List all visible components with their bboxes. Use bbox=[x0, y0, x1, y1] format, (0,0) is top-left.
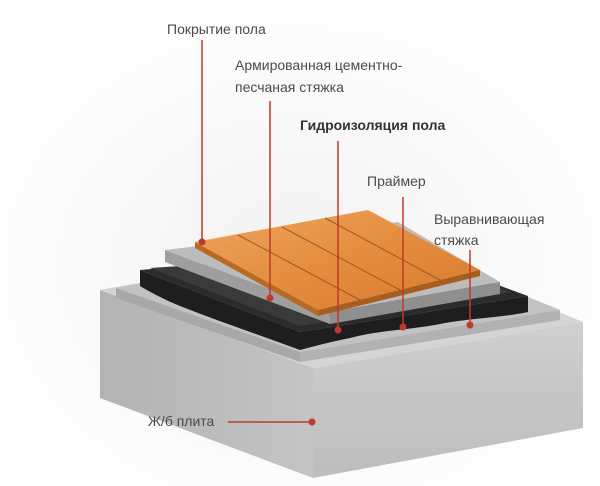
label-concrete-slab: Ж/б плита bbox=[148, 413, 215, 429]
label-reinforced-screed-line1: Армированная цементно- bbox=[235, 57, 403, 73]
marker-dot bbox=[334, 326, 342, 334]
marker-dot bbox=[466, 321, 474, 329]
marker-dot bbox=[198, 238, 206, 246]
label-reinforced-screed-line2: песчаная стяжка bbox=[235, 79, 344, 95]
leveling-screed-left bbox=[116, 288, 300, 362]
plank-seam bbox=[237, 234, 361, 301]
label-primer: Праймер bbox=[367, 173, 426, 189]
reinforced-screed-left bbox=[165, 250, 330, 324]
label-waterproofing: Гидроизоляция пола bbox=[300, 117, 446, 133]
leader-dots bbox=[198, 238, 474, 426]
slab-front-face bbox=[313, 322, 583, 478]
label-leveling-screed-line2: стяжка bbox=[434, 232, 479, 248]
wood-front-edge bbox=[318, 270, 480, 316]
leader-lines bbox=[201, 40, 471, 423]
leveling-screed-front bbox=[300, 310, 560, 362]
waterproofing-sides bbox=[140, 270, 528, 350]
wood-left-edge bbox=[195, 242, 318, 316]
label-leveling-screed-line1: Выравнивающая bbox=[434, 211, 545, 227]
marker-dot bbox=[399, 323, 407, 331]
reinforced-screed-front bbox=[330, 282, 500, 324]
slab-left-face bbox=[100, 290, 313, 478]
label-floor-covering: Покрытие пола bbox=[167, 21, 266, 37]
marker-dot bbox=[266, 294, 274, 302]
plank-seam bbox=[281, 226, 401, 291]
marker-dot bbox=[308, 418, 316, 426]
plank-seam bbox=[324, 217, 441, 281]
